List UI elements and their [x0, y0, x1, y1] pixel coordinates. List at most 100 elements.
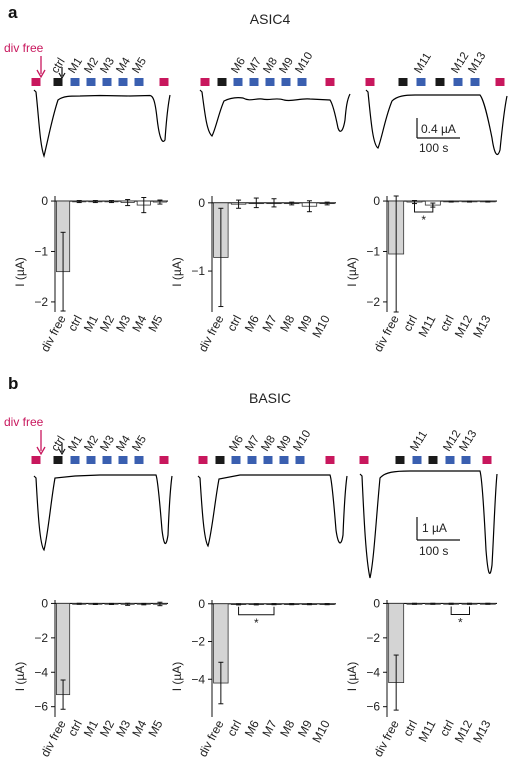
compound-marker — [281, 78, 291, 86]
y-axis-label: I (µA) — [345, 257, 359, 287]
div-free-marker — [198, 456, 208, 464]
compound-marker — [279, 456, 289, 464]
x-tick-label: ctrl — [224, 718, 244, 739]
compound-marker — [70, 78, 80, 86]
compound-marker — [86, 78, 96, 86]
ctrl-marker — [435, 78, 445, 86]
y-tick-label: −4 — [191, 672, 205, 686]
marker-label: M1 — [66, 434, 85, 454]
div-free-marker — [359, 456, 369, 464]
x-tick-label: ctrl — [65, 718, 85, 739]
compound-marker — [470, 78, 480, 86]
x-tick-label: ctrl — [437, 313, 457, 334]
x-tick-label: M8 — [277, 313, 297, 335]
ctrl-marker — [215, 456, 225, 464]
x-tick-label: M10 — [309, 718, 332, 745]
marker-label: M1 — [66, 56, 85, 76]
ctrl-arrowhead-b — [58, 448, 66, 456]
marker-label: M2 — [82, 434, 101, 454]
compound-marker — [247, 456, 257, 464]
x-tick-label: M7 — [259, 313, 279, 335]
compound-marker — [233, 78, 243, 86]
x-tick-label: M10 — [309, 313, 332, 340]
compound-marker — [86, 456, 96, 464]
ctrl-marker — [217, 78, 227, 86]
div-free-label-a: div free — [4, 41, 44, 55]
compound-marker — [295, 456, 305, 464]
trace-a2 — [199, 89, 351, 137]
y-axis-label: I (µA) — [13, 257, 27, 287]
div-free-marker — [325, 78, 335, 86]
x-tick-label: M5 — [145, 313, 165, 335]
compound-marker — [416, 78, 426, 86]
x-tick-label: M13 — [470, 313, 493, 340]
ctrl-marker — [53, 456, 63, 464]
x-tick-label: div free — [38, 313, 69, 355]
compound-marker — [102, 78, 112, 86]
y-tick-label: −1 — [34, 244, 48, 258]
marker-label: M5 — [130, 56, 149, 76]
y-tick-label: 0 — [198, 196, 205, 210]
x-tick-label: M6 — [242, 718, 262, 740]
significance-star: * — [421, 213, 426, 227]
marker-label: M6 — [229, 56, 248, 76]
y-axis-label: I (µA) — [170, 662, 184, 692]
marker-label: M12 — [449, 50, 471, 75]
x-tick-label: ctrl — [400, 313, 420, 334]
significance-star: * — [254, 616, 259, 630]
marker-label: ctrl — [49, 434, 67, 453]
scale-bar-b-time: 100 s — [419, 544, 448, 558]
div-free-marker — [31, 456, 41, 464]
marker-label: M4 — [114, 433, 133, 453]
marker-label: M9 — [275, 434, 294, 454]
panel-b-letter: b — [8, 374, 18, 393]
trace-b1 — [33, 474, 173, 552]
y-tick-label: −6 — [34, 700, 48, 714]
y-tick-label: 0 — [373, 596, 380, 610]
marker-label: M13 — [457, 428, 479, 453]
scale-bar-a-current: 0.4 µA — [421, 122, 456, 136]
y-tick-label: −1 — [366, 244, 380, 258]
compound-marker — [412, 456, 422, 464]
marker-label: M11 — [412, 51, 434, 76]
significance-bracket — [238, 606, 275, 616]
current-trace — [365, 89, 508, 155]
x-tick-label: M7 — [259, 718, 279, 740]
scale-bar-a-time: 100 s — [419, 141, 448, 155]
y-tick-label: −2 — [34, 295, 48, 309]
compound-marker — [297, 78, 307, 86]
current-trace — [33, 474, 173, 552]
marker-label: M10 — [293, 50, 315, 75]
significance-star: * — [458, 615, 463, 629]
compound-marker — [263, 456, 273, 464]
marker-label: M3 — [98, 434, 117, 454]
y-axis-label: I (µA) — [13, 662, 27, 692]
compound-marker — [118, 456, 128, 464]
marker-label: M8 — [261, 56, 280, 76]
current-trace — [33, 89, 171, 159]
y-tick-label: 0 — [198, 597, 205, 611]
div-free-label-b: div free — [4, 415, 44, 429]
x-tick-label: ctrl — [437, 718, 457, 739]
div-free-marker — [159, 456, 169, 464]
x-tick-label: ctrl — [400, 718, 420, 739]
marker-label: M11 — [408, 429, 430, 454]
div-free-marker — [159, 78, 169, 86]
div-free-marker — [482, 456, 492, 464]
ctrl-marker — [395, 456, 405, 464]
current-trace — [199, 89, 351, 137]
div-free-marker — [200, 78, 210, 86]
compound-marker — [453, 78, 463, 86]
x-tick-label: div free — [371, 718, 402, 760]
div-free-marker — [325, 456, 335, 464]
ctrl-marker — [428, 456, 438, 464]
current-trace — [359, 470, 498, 579]
marker-label: M9 — [277, 56, 296, 76]
marker-label: M7 — [243, 434, 262, 454]
